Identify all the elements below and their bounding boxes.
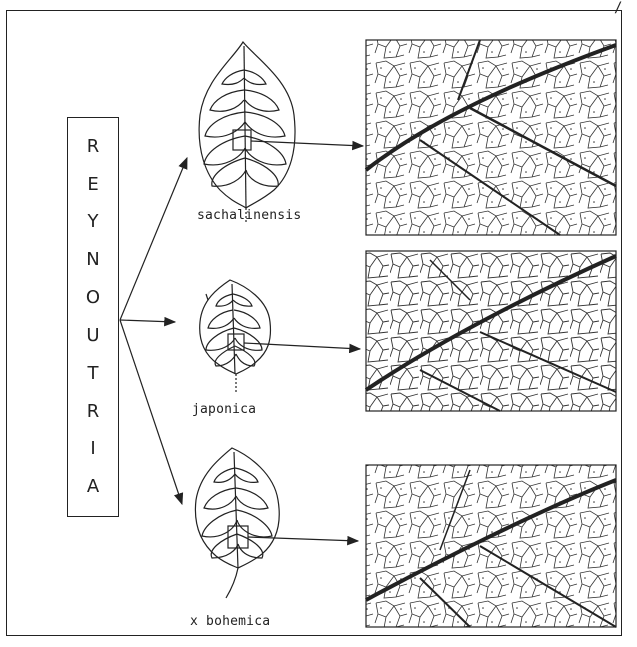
- species-label-sachalinensis: sachalinensis: [197, 208, 301, 223]
- branch-arrow-bottom: [120, 320, 182, 504]
- branch-arrow-middle: [120, 320, 175, 322]
- vein-panel-bohemica: [366, 465, 616, 627]
- leaf-japonica: [200, 280, 271, 392]
- branch-arrow-top: [120, 158, 187, 320]
- leaf-sachalinensis: [199, 42, 295, 224]
- leaf-bohemica: [195, 448, 279, 598]
- zoom-arrow-bottom: [248, 537, 358, 541]
- species-label-japonica: japonica: [192, 402, 256, 417]
- species-label-bohemica: x bohemica: [190, 614, 270, 629]
- vein-panel-sachalinensis: [366, 40, 616, 235]
- vein-panel-japonica: [366, 251, 616, 411]
